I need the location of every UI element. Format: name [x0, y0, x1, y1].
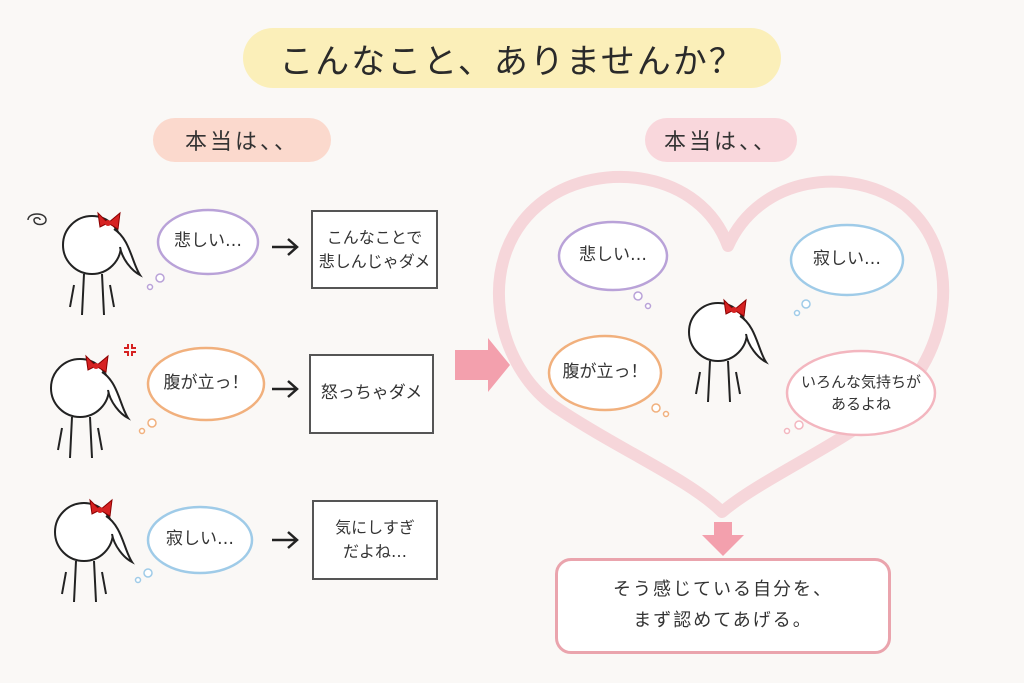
bubble-sad-left [156, 208, 260, 276]
arrow-right-icon [272, 531, 299, 549]
bubble-lonely-left [146, 505, 254, 575]
bubble-lonely-left-text: 寂しい… [166, 529, 234, 550]
bubble-various-heart-text: いろんな気持ちがあるよね [787, 351, 935, 435]
bubble-sad-heart-text: 悲しい… [579, 245, 647, 266]
heart-outline [493, 170, 950, 518]
denial-box-lonely: 気にしすぎだよね… [312, 500, 438, 580]
arrow-right-icon [272, 238, 299, 256]
dizzy-icon [27, 213, 47, 226]
denial-text-line: 気にしすぎ [335, 518, 415, 537]
girl-figure-lonely [54, 499, 133, 603]
denial-text-line: 怒っちゃダメ [320, 383, 423, 404]
bubble-angry-heart [547, 334, 663, 412]
girl-figure-sad [62, 212, 141, 316]
pink-arrow-icon [455, 338, 510, 392]
label-honestly-left: 本当は、、 [153, 118, 331, 162]
down-arrow-icon [702, 522, 744, 556]
bubble-lonely-heart [789, 223, 905, 297]
denial-box-angry: 怒っちゃダメ [309, 354, 434, 434]
bubble-angry-left-text: 腹が立っ！ [163, 373, 249, 394]
label-honestly-right: 本当は、、 [645, 118, 797, 162]
girl-figure-angry [50, 355, 129, 459]
page-title: こんなこと、ありませんか？ [243, 28, 781, 88]
conclusion-box: そう感じている自分を、 まず認めてあげる。 [555, 558, 891, 654]
arrow-right-icon [272, 380, 299, 398]
various-line: いろんな気持ちが [800, 372, 921, 391]
denial-text-line: 悲しんじゃダメ [318, 251, 431, 271]
bubble-lonely-heart-text: 寂しい… [813, 249, 881, 270]
denial-text-line: こんなことで [326, 227, 423, 247]
conclusion-line: そう感じている自分を、 [613, 579, 833, 601]
denial-box-sad: こんなことで悲しんじゃダメ [311, 210, 438, 289]
denial-text-line: だよね… [342, 542, 407, 561]
anger-mark-icon [124, 344, 136, 356]
bubble-angry-left [146, 346, 266, 422]
bubble-various-heart [785, 349, 937, 437]
conclusion-line: まず認めてあげる。 [633, 610, 813, 631]
bubble-sad-heart [557, 220, 669, 292]
bubble-sad-left-text: 悲しい… [174, 231, 242, 252]
bubble-angry-heart-text: 腹が立っ！ [562, 362, 648, 383]
girl-figure-heart [688, 299, 767, 403]
various-line: あるよね [830, 395, 891, 413]
